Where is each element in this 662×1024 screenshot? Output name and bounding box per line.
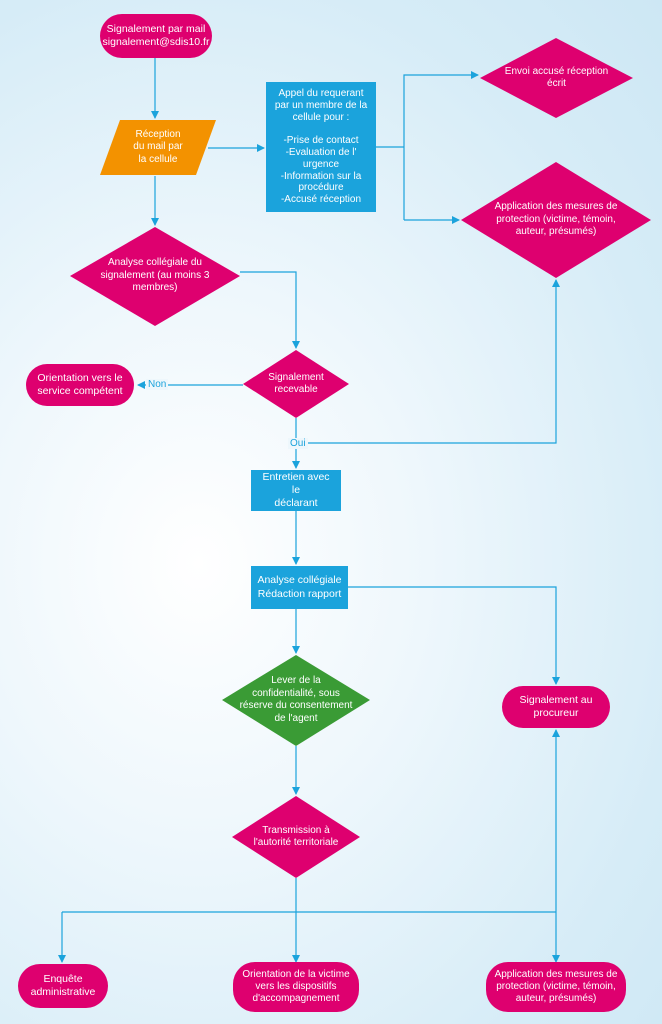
lever-node: Lever de la confidentialité, sous réserv… <box>239 675 353 724</box>
lever-shape <box>222 655 370 746</box>
envoi-shape <box>480 38 633 118</box>
reception-node: Réception du mail par la cellule <box>133 128 183 165</box>
reception-shape <box>100 120 216 175</box>
recevable-node: Signalement recevable <box>268 371 324 396</box>
start-node: Signalement par mail signalement@sdis10.… <box>100 14 212 58</box>
application1-node: Application des mesures de protection (v… <box>494 201 618 238</box>
analyse1-node: Analyse collégiale du signalement (au mo… <box>100 257 210 294</box>
recevable-shape <box>243 350 349 418</box>
transmission-node: Transmission à l'autorité territoriale <box>253 824 339 849</box>
enquete-node: Enquête administrative <box>18 964 108 1008</box>
procureur-node: Signalement au procureur <box>502 686 610 728</box>
edge-label-oui: Oui <box>288 438 308 449</box>
appel-node: Appel du requerant par un membre de la c… <box>266 82 376 212</box>
application1-shape <box>461 162 651 278</box>
orientation-service-node: Orientation vers le service compétent <box>26 364 134 406</box>
application2-node: Application des mesures de protection (v… <box>486 962 626 1012</box>
analyse1-shape <box>70 227 240 326</box>
entretien-node: Entretien avec le déclarant <box>251 470 341 511</box>
edge-label-non: Non <box>146 379 169 390</box>
transmission-shape <box>232 796 360 878</box>
orientation-victime-node: Orientation de la victime vers les dispo… <box>233 962 359 1012</box>
envoi-node: Envoi accusé réception écrit <box>504 65 609 90</box>
analyse2-node: Analyse collégiale Rédaction rapport <box>251 566 348 609</box>
